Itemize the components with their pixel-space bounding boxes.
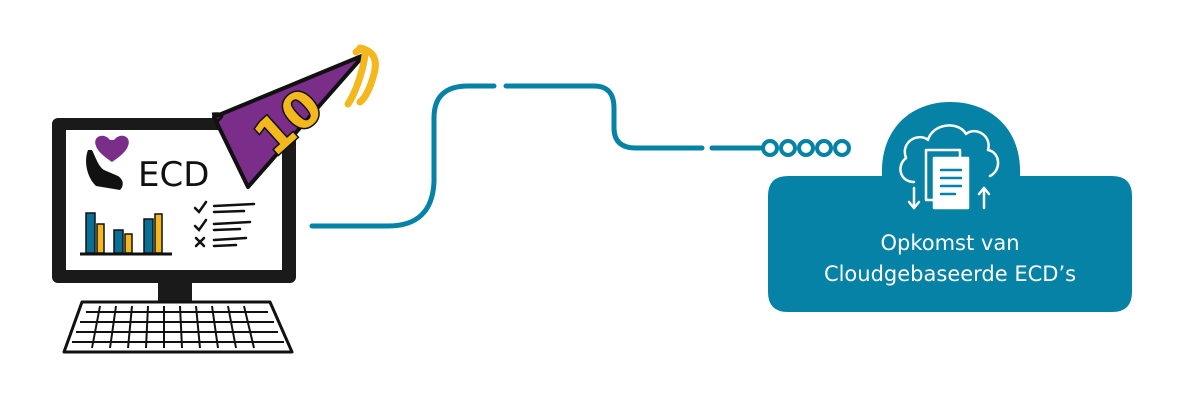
hat-tassel: [344, 44, 379, 108]
card-title-line1: Opkomst van: [880, 231, 1019, 255]
cloud-documents-icon: [899, 124, 1000, 210]
cloud-ecd-card: Opkomst van Cloudgebaseerde ECD’s: [768, 102, 1132, 312]
connector-line: [309, 83, 763, 229]
screen-label: ECD: [138, 155, 209, 195]
computer-monitor: ECD 10: [52, 44, 379, 354]
heart-hand-icon: [86, 135, 129, 190]
card-title-line2: Cloudgebaseerde ECD’s: [824, 262, 1076, 286]
bar-chart-icon: [80, 212, 172, 256]
connector-rings: [761, 139, 851, 157]
keyboard-icon: [62, 300, 294, 354]
checklist-icon: [193, 200, 256, 248]
